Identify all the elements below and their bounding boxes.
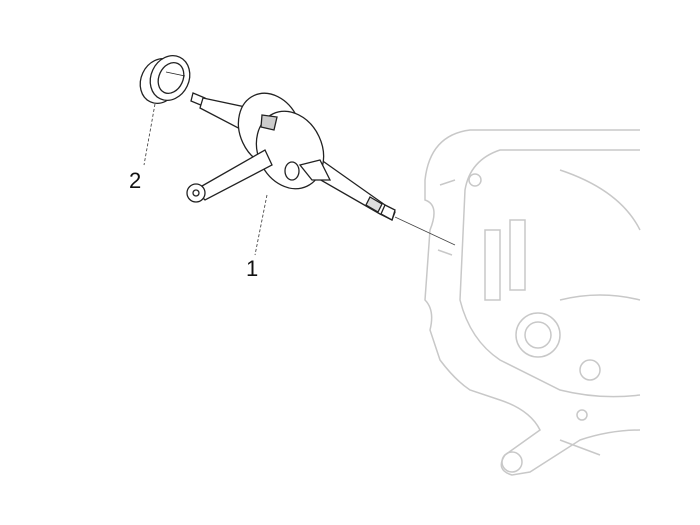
callout-leader-1 bbox=[254, 194, 268, 256]
assembly-axis-line bbox=[394, 216, 456, 246]
callout-number-1: 1 bbox=[246, 256, 259, 281]
oil-seal-icon bbox=[139, 55, 191, 104]
callout-number-2: 2 bbox=[129, 168, 142, 193]
callout-leader-2 bbox=[143, 103, 156, 166]
crankcase-outline bbox=[424, 129, 641, 476]
crankshaft-icon bbox=[186, 92, 396, 221]
